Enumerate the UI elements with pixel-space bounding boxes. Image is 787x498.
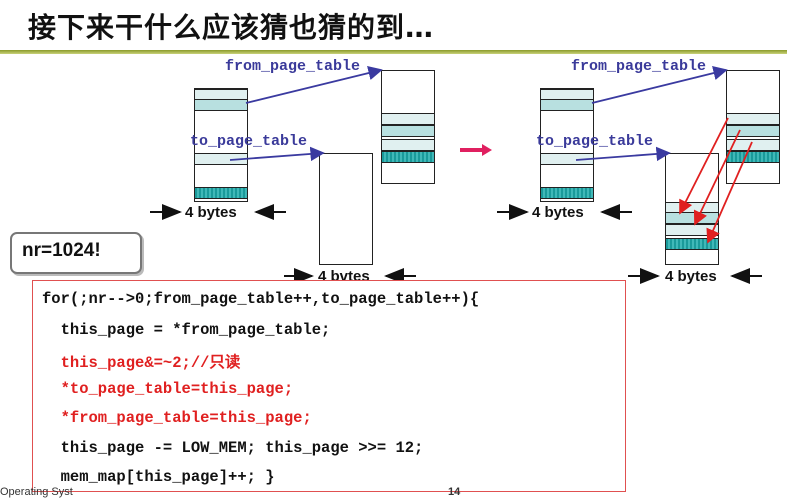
callout-box — [10, 232, 142, 274]
table-cell — [195, 153, 247, 165]
table-cell — [727, 125, 779, 137]
bytes-label-far-right: 4 bytes — [665, 268, 717, 285]
from-page-table-label: from_page_table — [225, 58, 361, 75]
copy-arrow — [693, 129, 741, 226]
copy-arrow — [679, 117, 729, 215]
table-cell — [195, 187, 247, 199]
left-from-target-table — [381, 70, 435, 184]
code-block — [32, 280, 626, 492]
to-page-table-label-right: to_page_table — [536, 133, 654, 150]
table-cell — [727, 151, 779, 163]
table-cell — [382, 139, 434, 151]
bytes-label-left: 4 bytes — [185, 204, 237, 221]
table-cell — [541, 99, 593, 111]
slide-title: 接下来干什么应该猜也猜的到… — [28, 11, 435, 44]
code-line: *from_page_table=this_page; — [42, 409, 312, 427]
table-cell — [382, 113, 434, 125]
table-cell — [382, 151, 434, 163]
from-pointer-arrow — [245, 65, 383, 104]
table-cell — [382, 125, 434, 137]
code-line: for(;nr-->0;from_page_table++,to_page_ta… — [42, 290, 480, 308]
bytes-label-right: 4 bytes — [532, 204, 584, 221]
right-source-table — [540, 88, 594, 202]
table-cell — [666, 224, 718, 236]
to-pointer-arrow — [575, 146, 671, 162]
table-cell — [541, 187, 593, 199]
footer-left-text: Operating Syst — [0, 486, 73, 498]
table-cell — [195, 99, 247, 111]
left-to-target-table — [319, 153, 373, 265]
left-source-table — [194, 88, 248, 202]
code-line: this_page = *from_page_table; — [42, 321, 331, 339]
title-underline — [0, 50, 787, 54]
from-page-table-label-right: from_page_table — [571, 58, 707, 75]
right-to-target-table — [665, 153, 719, 265]
code-line: this_page&=~2;//只读 — [42, 354, 241, 372]
table-cell — [727, 139, 779, 151]
to-pointer-arrow — [229, 146, 325, 162]
table-cell — [666, 238, 718, 250]
from-pointer-arrow — [591, 66, 728, 104]
page-number: 14 — [448, 486, 461, 498]
to-page-table-label: to_page_table — [190, 133, 308, 150]
right-from-target-table — [726, 70, 780, 184]
callout-text: nr=1024! — [22, 240, 101, 261]
code-line: this_page -= LOW_MEM; this_page >>= 12; — [42, 439, 424, 457]
transition-arrow-head — [482, 144, 492, 156]
copy-arrow — [706, 141, 753, 244]
code-line: mem_map[this_page]++; } — [42, 468, 275, 486]
code-line: *to_page_table=this_page; — [42, 380, 294, 398]
table-cell — [727, 113, 779, 125]
table-cell — [541, 153, 593, 165]
